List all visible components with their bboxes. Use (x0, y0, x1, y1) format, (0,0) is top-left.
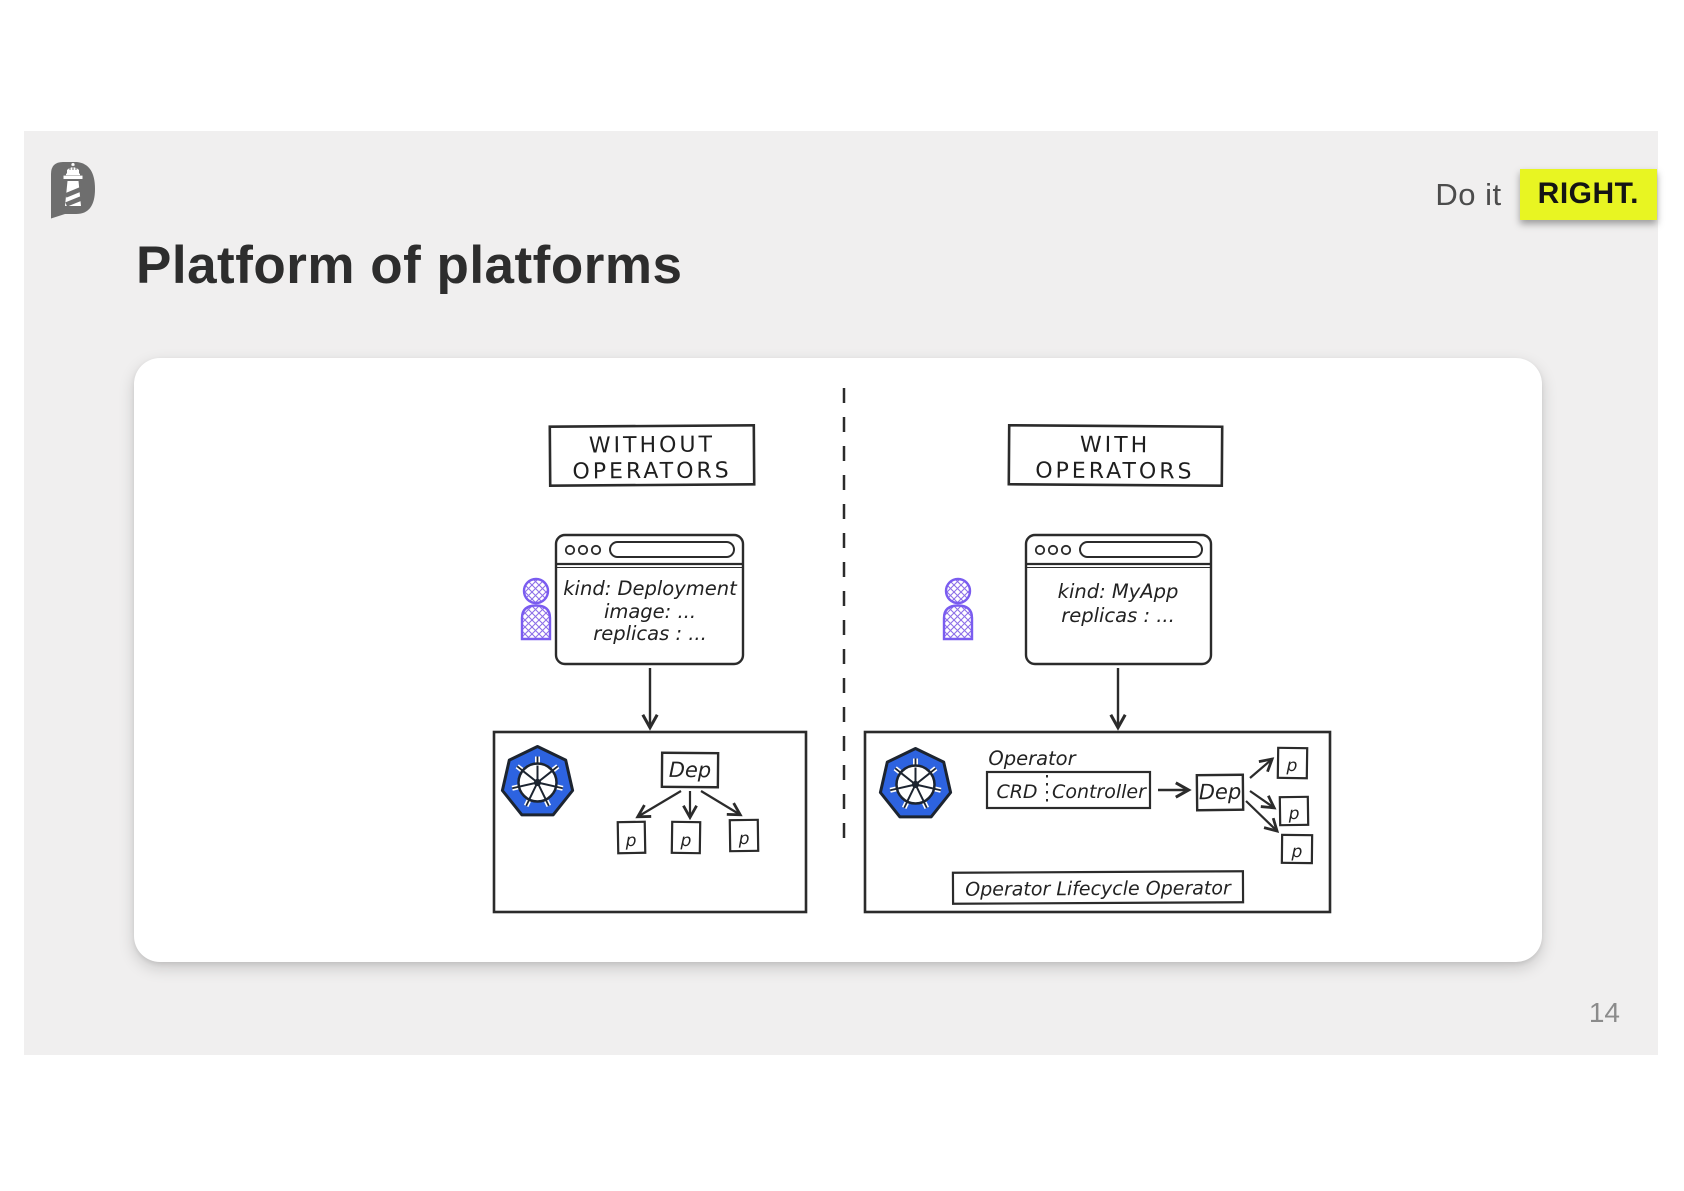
dep-box: Dep (660, 751, 720, 789)
user-icon (942, 577, 974, 641)
tagline-prefix: Do it (1435, 176, 1502, 212)
pod-box: p (1280, 833, 1314, 865)
controller-label: Controller (1052, 781, 1147, 803)
tagline-highlight: RIGHT. (1519, 169, 1657, 220)
browser-dots-icon (1034, 544, 1072, 556)
kubernetes-icon (502, 747, 572, 815)
with-header-line2: OPERATORS (1035, 458, 1194, 484)
browser-window: kind: Deployment image: ... replicas : .… (554, 533, 745, 666)
dep-to-pod-arrow (1249, 790, 1277, 810)
operator-label: Operator (988, 747, 1077, 770)
manifest-line: kind: Deployment (563, 577, 738, 600)
olm-box: Operator Lifecycle Operator (951, 870, 1245, 905)
crd-controller-box: CRD Controller (985, 770, 1152, 810)
svg-text:p: p (738, 829, 750, 849)
without-header-line1: WITHOUT (589, 433, 715, 459)
slide: Do it RIGHT. Platform of platforms (24, 131, 1658, 1055)
svg-text:p: p (1288, 804, 1300, 824)
browser-address-bar (609, 541, 735, 558)
lighthouse-p-logo-icon (51, 162, 95, 219)
browser-window: kind: MyApp replicas : ... (1024, 533, 1213, 666)
page-title: Platform of platforms (136, 236, 683, 295)
without-operators-section: WITHOUT OPERATORS kind: Depl (492, 423, 808, 914)
browser-dots-icon (564, 544, 602, 556)
crd-label: CRD (996, 781, 1037, 803)
without-header-line2: OPERATORS (572, 458, 731, 484)
dep-to-pod-arrow (635, 790, 682, 819)
manifest-line: replicas : ... (1061, 604, 1175, 627)
pod-box: p (728, 818, 760, 853)
svg-text:p: p (679, 831, 691, 851)
dep-to-pod-arrow (700, 790, 743, 817)
with-header-line1: WITH (1080, 433, 1150, 458)
manifest-line: replicas : ... (593, 622, 707, 645)
cluster-box: Dep p p p (492, 730, 808, 914)
dep-box: Dep (1195, 773, 1245, 812)
kubernetes-icon (880, 749, 950, 817)
pod-box: p (670, 820, 702, 855)
pod-box: p (616, 820, 647, 855)
dep-to-pod-arrow (1245, 800, 1280, 833)
dep-label: Dep (1199, 780, 1242, 804)
svg-text:p: p (1285, 756, 1297, 776)
svg-text:p: p (624, 831, 636, 851)
olm-label: Operator Lifecycle Operator (965, 877, 1232, 900)
manifest-line: image: ... (604, 600, 696, 623)
browser-address-bar (1079, 541, 1203, 558)
page-number: 14 (1588, 997, 1620, 1028)
operators-diagram: WITHOUT OPERATORS kind: Depl (492, 388, 1332, 914)
svg-text:p: p (1290, 842, 1302, 862)
user-icon (520, 577, 552, 641)
pod-box: p (1278, 795, 1310, 827)
tagline: Do it RIGHT. (1435, 169, 1657, 220)
pod-box: p (1276, 746, 1309, 780)
with-operators-header-box: WITH OPERATORS (1007, 423, 1224, 488)
diagram-card: WITHOUT OPERATORS kind: Depl (134, 358, 1542, 962)
dep-label: Dep (669, 758, 712, 782)
without-operators-header-box: WITHOUT OPERATORS (548, 423, 756, 488)
dep-to-pod-arrow (1249, 757, 1275, 779)
operator-cluster-box: Operator CRD Controller Dep (863, 730, 1332, 914)
with-operators-section: WITH OPERATORS kind: MyApp replicas (863, 423, 1332, 914)
manifest-line: kind: MyApp (1058, 580, 1179, 603)
